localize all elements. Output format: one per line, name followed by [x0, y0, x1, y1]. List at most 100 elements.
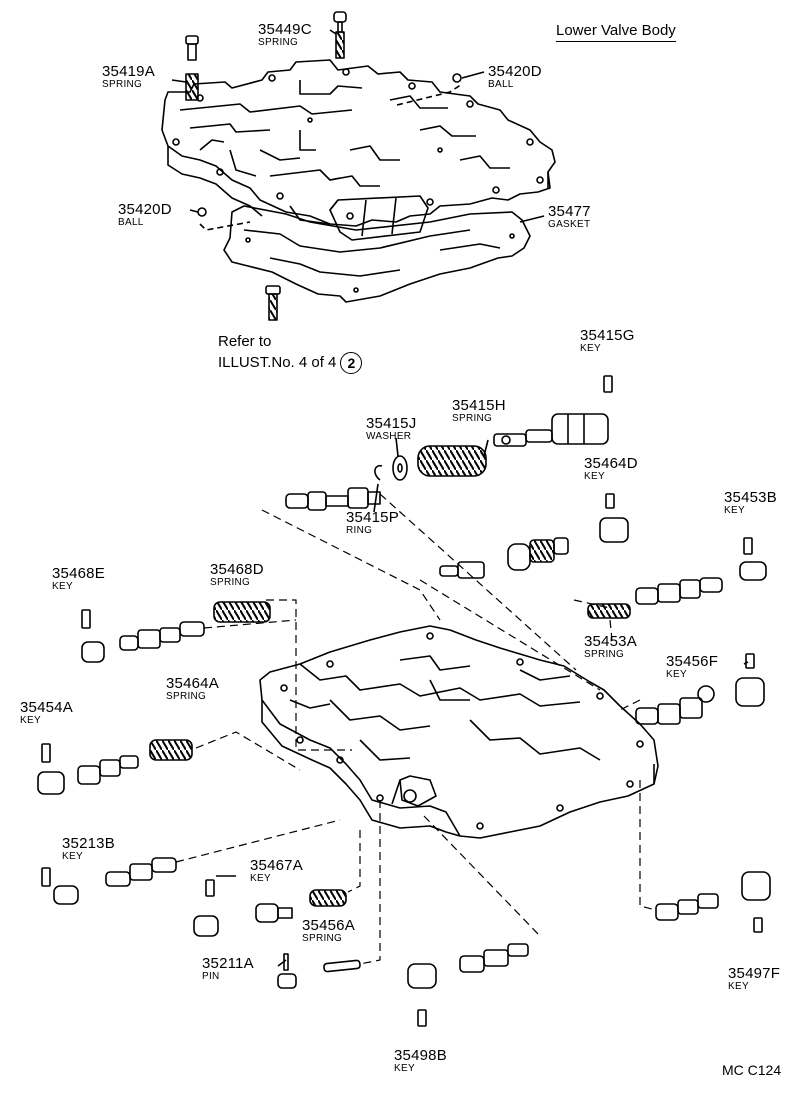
part-number: 35415J — [366, 415, 417, 432]
part-label-35449c[interactable]: 35449C SPRING — [258, 22, 312, 48]
part-desc: SPRING — [166, 691, 207, 702]
part-label-35456a[interactable]: 35456A SPRING — [302, 918, 355, 944]
part-desc: KEY — [250, 873, 271, 884]
part-label-35453a[interactable]: 35453A SPRING — [584, 634, 637, 660]
part-label-35415j[interactable]: 35415J WASHER — [366, 416, 416, 442]
part-number: 35453A — [584, 633, 637, 650]
part-label-35415g[interactable]: 35415G KEY — [580, 328, 635, 354]
gasket — [223, 205, 531, 303]
part-number: 35453B — [724, 489, 777, 506]
part-desc: SPRING — [102, 79, 143, 90]
part-label-35453b[interactable]: 35453B KEY — [724, 490, 777, 516]
plug-35467a-left — [193, 915, 219, 937]
plug-35211a — [277, 973, 297, 989]
part-desc: BALL — [118, 217, 144, 228]
part-desc: SPRING — [302, 933, 343, 944]
plug-35454a — [37, 771, 65, 795]
plug-35415h-group — [493, 413, 609, 447]
key-35415g — [603, 375, 613, 393]
part-label-35468d[interactable]: 35468D SPRING — [210, 562, 264, 588]
washer-35415j — [392, 455, 408, 481]
plug-35498b — [407, 963, 437, 989]
figure-code: MC C124 — [722, 1062, 782, 1078]
part-label-35468e[interactable]: 35468E KEY — [52, 566, 105, 592]
part-desc: KEY — [728, 981, 749, 992]
ball-35420d-left — [197, 207, 207, 217]
part-label-35419a[interactable]: 35419A SPRING — [102, 64, 155, 90]
valve-35497f — [655, 893, 719, 921]
part-label-35454a[interactable]: 35454A KEY — [20, 700, 73, 726]
part-desc: WASHER — [366, 431, 412, 442]
part-desc: KEY — [666, 669, 687, 680]
part-desc: KEY — [580, 343, 601, 354]
part-desc: KEY — [394, 1063, 415, 1074]
key-35497f — [753, 917, 763, 933]
upper-valve-body — [161, 59, 556, 241]
plug-35213b — [53, 885, 79, 905]
part-desc: KEY — [584, 471, 605, 482]
spring-35415h — [417, 445, 487, 477]
part-label-35497f[interactable]: 35497F KEY — [728, 966, 780, 992]
reference-line1: Refer to — [218, 333, 272, 350]
part-label-35498b[interactable]: 35498B KEY — [394, 1048, 447, 1074]
plug-35464d — [599, 517, 629, 543]
plug-35453b — [739, 561, 767, 581]
diagram-title: Lower Valve Body — [556, 22, 676, 42]
part-desc: GASKET — [548, 219, 591, 230]
spring-35464a — [149, 739, 193, 761]
bolt-refer — [265, 285, 281, 321]
part-label-35467a[interactable]: 35467A KEY — [250, 858, 303, 884]
key-35498b — [417, 1009, 427, 1027]
key-35213b — [41, 867, 51, 887]
valve-upper-mid — [439, 537, 569, 579]
part-label-35420d-left[interactable]: 35420D BALL — [118, 202, 172, 228]
rod-lower — [323, 959, 361, 973]
part-desc: KEY — [62, 851, 83, 862]
part-number: 35415G — [580, 327, 635, 344]
valve-35415-shaft — [285, 487, 381, 511]
part-label-35456f[interactable]: 35456F KEY — [666, 654, 718, 680]
valve-lower-right — [459, 943, 529, 973]
reference-circle-number: 2 — [340, 352, 363, 374]
part-number: 35213B — [62, 835, 115, 852]
part-label-35420d-top[interactable]: 35420D BALL — [488, 64, 542, 90]
part-desc: PIN — [202, 971, 220, 982]
reference-line2: ILLUST.No. 4 of 4 — [218, 353, 337, 371]
part-desc: SPRING — [452, 413, 493, 424]
part-label-35211a[interactable]: 35211A PIN — [202, 956, 254, 982]
part-number: 35468E — [52, 565, 105, 582]
plug-35456f — [735, 677, 765, 707]
part-label-35415p[interactable]: 35415P RING — [346, 510, 399, 536]
ring-35415p — [374, 464, 383, 481]
part-number: 35420D — [488, 63, 542, 80]
part-desc: BALL — [488, 79, 514, 90]
part-number: 35419A — [102, 63, 155, 80]
key-35454a — [41, 743, 51, 763]
part-number: 35498B — [394, 1047, 447, 1064]
part-label-35464d[interactable]: 35464D KEY — [584, 456, 638, 482]
part-desc: RING — [346, 525, 373, 536]
part-desc: KEY — [724, 505, 745, 516]
key-35453b — [743, 537, 753, 555]
ball-35420d-top — [452, 73, 462, 83]
key-35467a — [205, 879, 215, 897]
plug-35468e — [81, 641, 105, 663]
part-label-35415h[interactable]: 35415H SPRING — [452, 398, 506, 424]
lower-valve-body — [259, 625, 659, 839]
part-number: 35497F — [728, 965, 781, 982]
valve-35456f — [635, 685, 715, 725]
part-number: 35468D — [210, 561, 264, 578]
part-desc: SPRING — [210, 577, 251, 588]
part-label-35213b[interactable]: 35213B KEY — [62, 836, 115, 862]
part-number: 35415P — [346, 509, 399, 526]
part-label-35464a[interactable]: 35464A SPRING — [166, 676, 219, 702]
spring-35449c — [333, 11, 347, 59]
part-number: 35467A — [250, 857, 303, 874]
spring-35468d — [213, 601, 271, 623]
valve-35454 — [77, 755, 139, 785]
bolt-top-left — [185, 35, 199, 61]
part-desc: SPRING — [258, 37, 299, 48]
part-label-35477[interactable]: 35477 GASKET — [548, 204, 591, 230]
